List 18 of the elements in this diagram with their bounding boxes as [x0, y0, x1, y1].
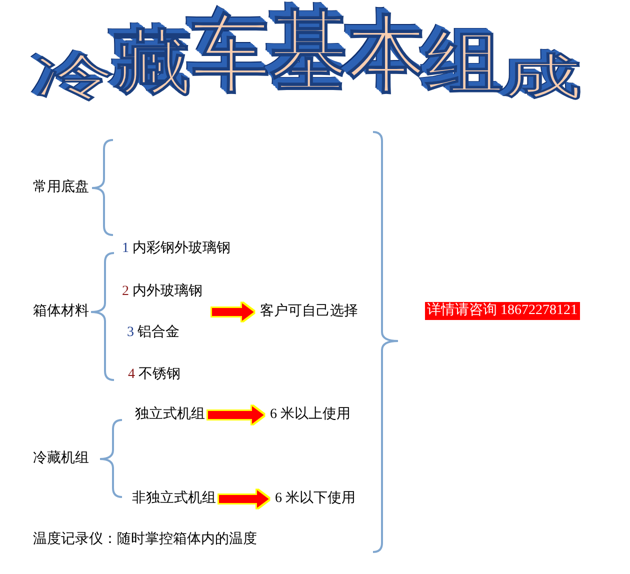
usage-note: 6 米以上使用: [264, 406, 352, 424]
note-text: 温度记录仪：随时掌控箱体内的温度: [33, 531, 257, 549]
category-label: 常用底盘: [33, 179, 89, 197]
material-item: 3 铝合金: [127, 324, 180, 342]
material-item: 1 内彩钢外玻璃钢: [122, 240, 230, 258]
note-text: 客户可自己选择: [254, 303, 360, 321]
category-label: 冷藏机组: [33, 450, 89, 468]
arrow: [219, 490, 269, 508]
unit-type-label: 非独立式机组: [130, 490, 219, 508]
category-label: 箱体材料: [33, 303, 89, 321]
contact-banner: 详情请咨询 18672278121: [425, 302, 580, 320]
title-text: 冷藏车基本组成: [36, 8, 582, 106]
usage-note: 6 米以下使用: [269, 490, 358, 508]
material-item: 2 内外玻璃钢: [122, 283, 202, 301]
arrow: [212, 303, 254, 321]
unit-type-label: 独立式机组: [133, 406, 208, 424]
material-item: 4 不锈钢: [128, 366, 180, 384]
arrow: [208, 406, 264, 424]
